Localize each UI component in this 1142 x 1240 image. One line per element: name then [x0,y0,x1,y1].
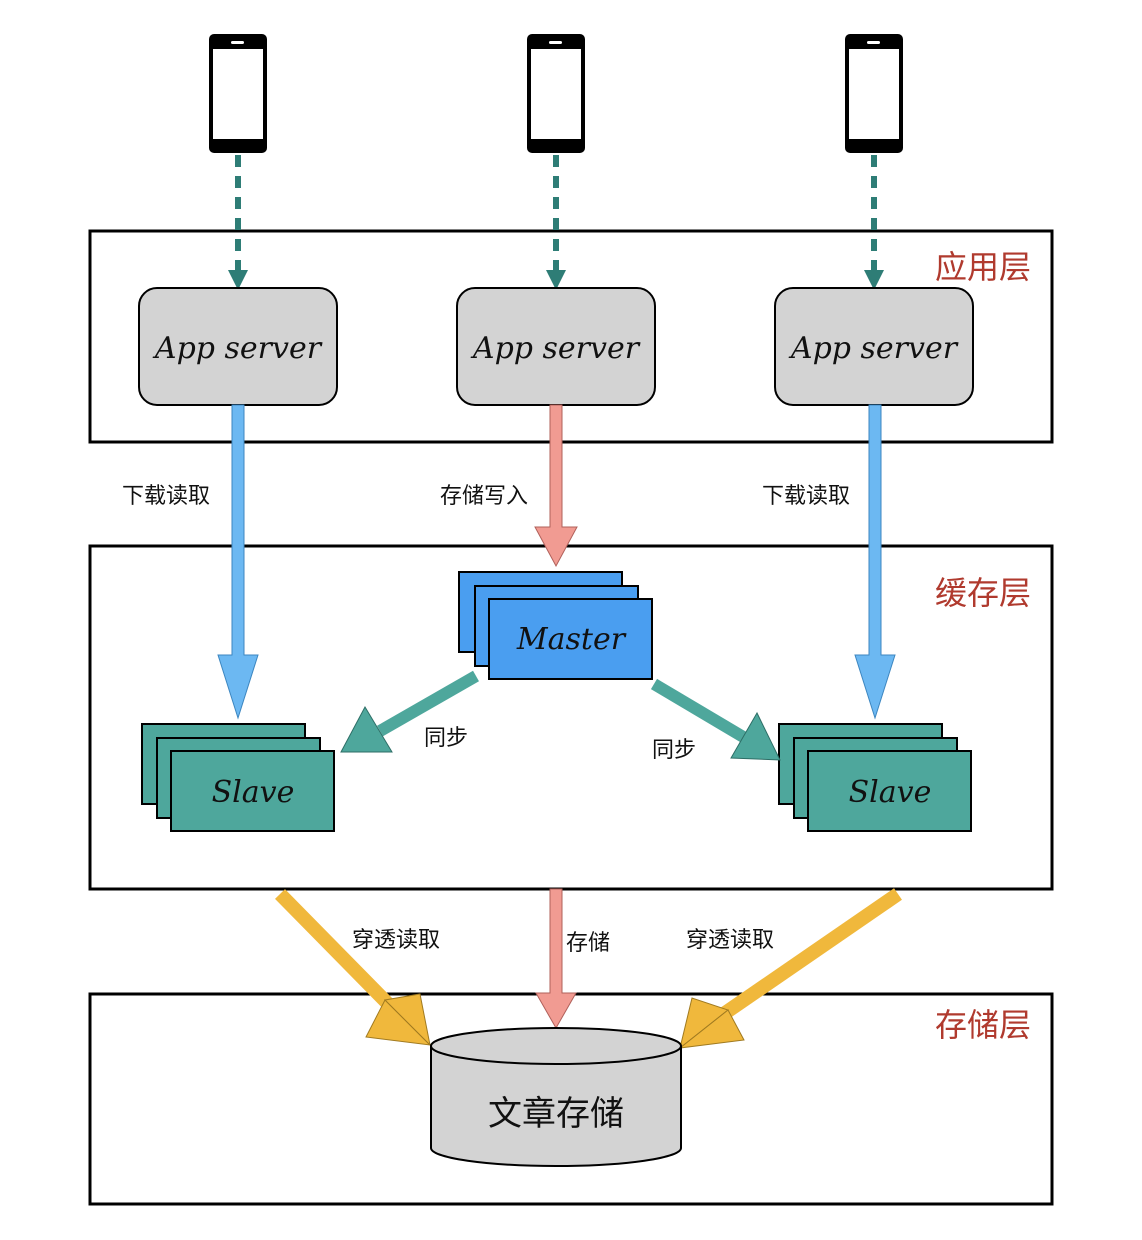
client-link-arrow [546,155,566,290]
center-store-label: 存储 [566,931,610,956]
mobile-phone-icon [209,34,267,153]
left-sync-label: 同步 [424,726,468,751]
write-arrow [534,404,578,568]
article-storage-database: 文章存储 [430,1027,682,1167]
app-layer-box [88,229,1054,444]
app-server-node: App server [774,287,974,406]
storage-layer-label: 存储层 [935,1006,1031,1044]
right-penetrate-label: 穿透读取 [686,928,774,953]
svg-text:Slave: Slave [849,775,932,810]
penetrate-arrow-right [678,888,902,1050]
read-arrow-right [854,404,896,720]
cache-layer-box [88,544,1054,891]
left-penetrate-label: 穿透读取 [352,928,440,953]
svg-text:App server: App server [152,331,323,366]
svg-text:Master: Master [516,622,627,657]
svg-text:App server: App server [470,331,641,366]
master-node: Master [458,571,653,680]
mobile-phone-icon [527,34,585,153]
store-arrow [535,888,577,1030]
app-layer-label: 应用层 [935,248,1031,286]
client-link-arrow [228,155,248,290]
mobile-phone-icon [845,34,903,153]
right-sync-label: 同步 [652,738,696,763]
slave-node-right: Slave [778,723,972,832]
penetrate-arrow-left [275,889,432,1047]
cache-layer-label: 缓存层 [935,574,1031,612]
svg-text:App server: App server [788,331,959,366]
read-arrow-left [217,404,259,720]
svg-text:文章存储: 文章存储 [488,1094,624,1134]
slave-node-left: Slave [141,723,335,832]
sync-arrow-left [340,670,479,753]
app-server-node: App server [138,287,338,406]
left-read-label: 下载读取 [122,484,210,509]
center-write-label: 存储写入 [440,484,528,509]
svg-text:Slave: Slave [212,775,295,810]
sync-arrow-right [650,678,781,761]
client-link-arrow [864,155,884,290]
right-read-label: 下载读取 [762,484,850,509]
app-server-node: App server [456,287,656,406]
